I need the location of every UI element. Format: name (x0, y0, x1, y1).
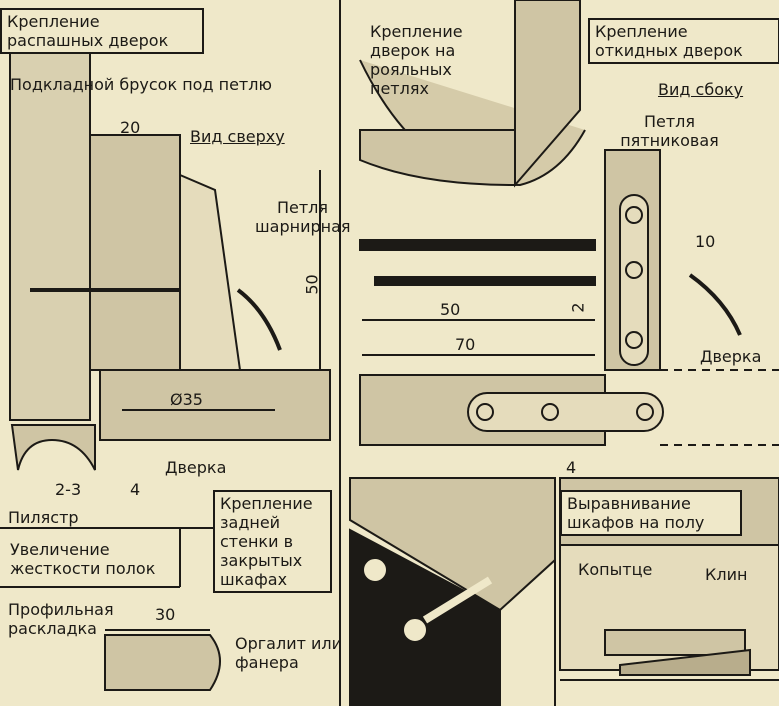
label-flap-door: Дверка (700, 347, 762, 366)
label-door: Дверка (165, 458, 227, 477)
title-flap-doors: Крепление откидных дверок (588, 18, 779, 64)
dim-4: 4 (130, 480, 141, 499)
dim-4-flap: 4 (566, 458, 577, 477)
dim-2: 2 (568, 302, 588, 313)
label-top-view: Вид сверху (190, 127, 285, 146)
door-section (99, 369, 331, 441)
dim-diameter-35: Ø35 (170, 390, 203, 409)
title-piano-hinges: Крепление дверок на рояльных петлях (370, 22, 463, 98)
pilaster-board (9, 9, 91, 421)
dim-10: 10 (695, 232, 716, 251)
spacer-block (89, 134, 181, 371)
title-back-wall: Крепление задней стенки в закрытых шкафа… (213, 490, 332, 593)
title-swing-doors: Крепление распашных дверок (0, 8, 204, 54)
label-pivot-hinge: Петля пятниковая (620, 112, 719, 150)
title-leveling: Выравнивание шкафов на полу (560, 490, 742, 536)
hinge (179, 173, 242, 371)
label-hardboard: Оргалит или фанера (235, 634, 343, 672)
label-hinge: Петля шарнирная (255, 198, 351, 236)
label-pilaster: Пилястр (8, 508, 79, 527)
dim-2-3: 2-3 (55, 480, 82, 499)
dim-20: 20 (120, 118, 141, 137)
label-hoof: Копытце (578, 560, 653, 579)
title-profile: Профильная раскладка (8, 600, 114, 638)
pilaster-profile (10, 424, 96, 471)
dim-50-piano: 50 (440, 300, 461, 319)
dim-70: 70 (455, 335, 476, 354)
label-side-view: Вид сбоку (658, 80, 744, 99)
label-wedge: Клин (705, 565, 748, 584)
label-spacer-block: Подкладной брусок под петлю (10, 75, 272, 94)
dim-30: 30 (155, 605, 176, 624)
dim-50: 50 (302, 274, 322, 295)
title-shelves: Увеличение жесткости полок (10, 540, 156, 578)
swing-arrow (236, 288, 282, 351)
